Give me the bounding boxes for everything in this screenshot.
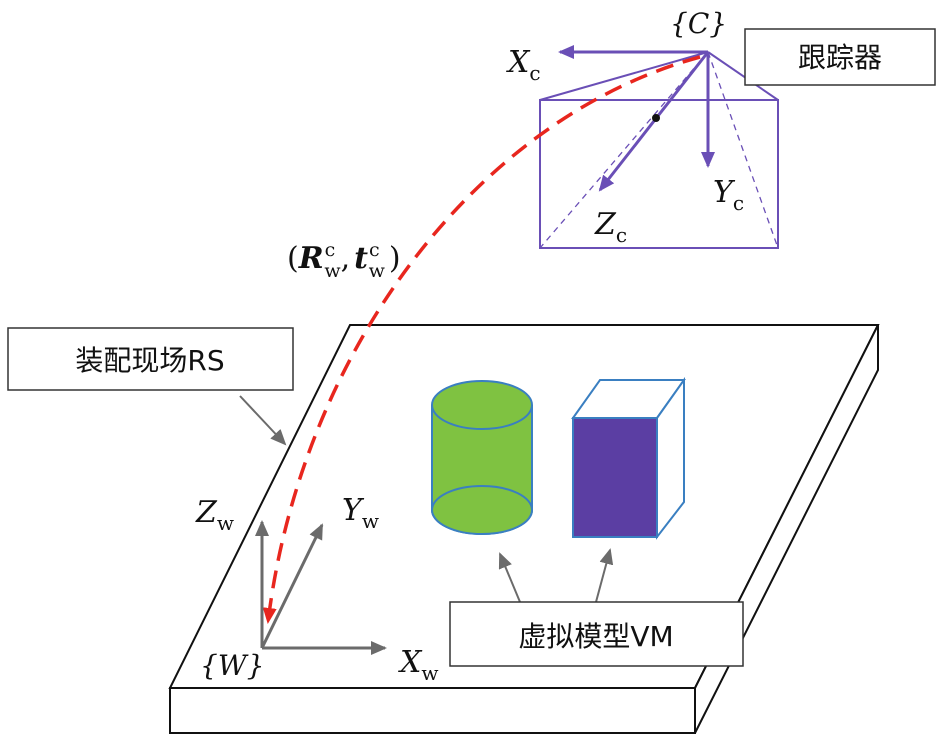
world-z-label: Zw [195, 495, 234, 535]
frustum-rect [539, 99, 779, 249]
world-y-axis [260, 523, 324, 649]
camera-frame-label: {C} [670, 7, 727, 40]
camera-x-label: Xc [506, 45, 541, 85]
frustum-left-hidden [539, 51, 709, 249]
box-model [571, 376, 686, 540]
virtual-model-callout-box [449, 601, 744, 667]
world-y-label: Yw [342, 493, 379, 533]
camera-z-label: Zc [594, 207, 627, 247]
camera-axes [558, 45, 715, 192]
vm-pointer-cylinder [498, 552, 521, 603]
tracker-callout-label: 跟踪器 [798, 41, 882, 74]
camera-y-label: Yc [713, 175, 744, 215]
cylinder-model [431, 380, 533, 535]
assembly-scene-callout-label: 装配现场RS [75, 344, 224, 377]
world-x-label: Xw [398, 645, 438, 685]
camera-center-dot [652, 114, 660, 122]
frustum-right-hidden [707, 51, 779, 249]
assembly-scene-pointer [239, 395, 287, 446]
assembly-scene-callout-box [7, 327, 294, 391]
platform-front [169, 687, 696, 734]
frustum-top-left [539, 51, 709, 101]
box-front [572, 417, 658, 538]
virtual-model-callout-label: 虚拟模型VM [518, 620, 673, 653]
vm-pointer-box [595, 548, 614, 603]
world-axes [255, 520, 387, 655]
tracker-callout-box [744, 28, 936, 86]
world-frame-label: {W} [200, 649, 264, 682]
frustum-top-right [707, 51, 779, 101]
camera-frustum [539, 51, 779, 249]
